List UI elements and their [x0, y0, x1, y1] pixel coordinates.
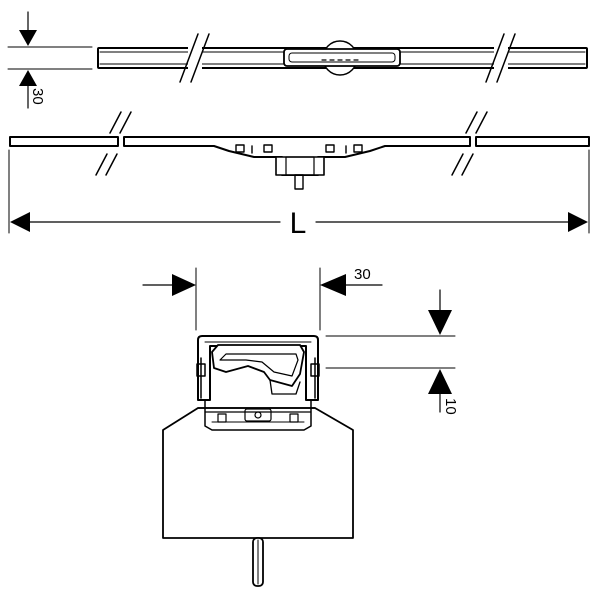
cover-insert	[211, 344, 305, 387]
outlet-pipe-side	[294, 174, 304, 190]
depth-dimension: 10	[325, 289, 459, 415]
cross-section: 30 10	[142, 266, 459, 587]
break-mark-side-lower-left	[95, 153, 118, 176]
channel-walls	[204, 399, 312, 431]
arrow-down-icon	[428, 310, 452, 335]
arrow-up-icon	[19, 70, 37, 86]
side-strip-left	[9, 136, 119, 147]
width-label: 30	[354, 266, 371, 283]
side-strip-right	[475, 136, 590, 147]
depth-label: 10	[442, 398, 459, 415]
outlet-body-side	[275, 156, 325, 176]
length-dimension: L	[8, 149, 590, 240]
break-mark-top-left	[179, 33, 210, 83]
top-height-label: 30	[29, 88, 46, 105]
side-clips	[235, 144, 363, 154]
break-mark-top-right	[485, 33, 516, 83]
arrow-left-icon	[320, 274, 346, 296]
arrow-down-icon	[19, 30, 37, 46]
side-latches	[196, 357, 320, 399]
top-view: 30	[7, 11, 588, 109]
channel-clip-detail	[217, 408, 299, 423]
top-height-dimension: 30	[7, 11, 93, 109]
length-label: L	[290, 207, 307, 240]
break-mark-side-upper-left	[109, 111, 132, 134]
arrow-right-icon	[172, 274, 196, 296]
cover-lower-detail	[269, 379, 301, 395]
side-view: L	[8, 111, 590, 240]
arrow-right-icon	[568, 212, 588, 232]
arrow-left-icon	[10, 212, 30, 232]
cover-insert-inner	[219, 353, 299, 377]
break-mark-side-lower-right	[451, 153, 474, 176]
break-mark-side-upper-right	[465, 111, 488, 134]
arrow-up-icon	[428, 369, 452, 394]
outlet-cover-inner	[288, 52, 396, 63]
outlet-housing	[162, 407, 354, 539]
width-dimension: 30	[142, 266, 383, 331]
